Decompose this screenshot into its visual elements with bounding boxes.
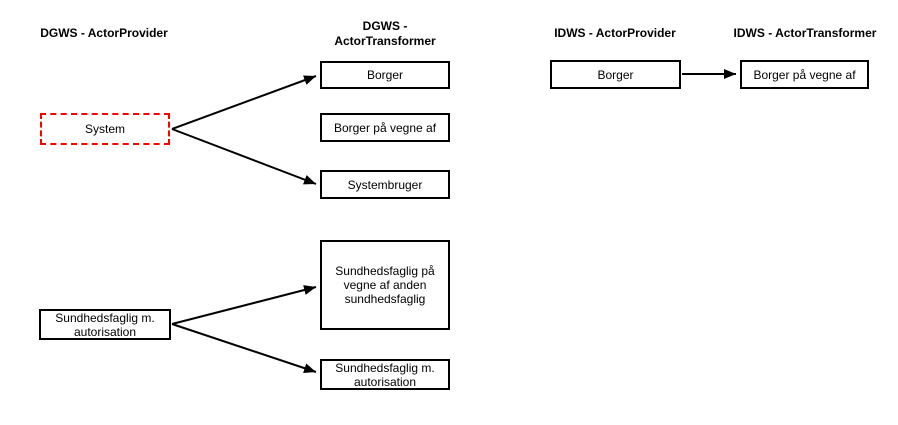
header-idws-actorprovider: IDWS - ActorProvider [554, 26, 676, 40]
node-dgws-borger-pva: Borger på vegne af [320, 113, 450, 142]
node-dgws-borger: Borger [320, 61, 450, 89]
node-sundhedsfaglig-autorisation-label: Sundhedsfaglig m. autorisation [335, 360, 435, 389]
node-dgws-systembruger: Systembruger [320, 170, 450, 199]
node-idws-borger-pva: Borger på vegne af [740, 60, 869, 89]
arrow-sundhed-to-pva-anden [171, 285, 317, 325]
node-sundhedsfaglig-autorisation: Sundhedsfaglig m. autorisation [320, 359, 450, 390]
node-dgws-borger-label: Borger [366, 68, 404, 82]
arrow-system-to-systembruger [171, 128, 317, 185]
node-dgws-borger-pva-label: Borger på vegne af [333, 120, 437, 135]
header-dgws-actorprovider: DGWS - ActorProvider [40, 26, 168, 40]
node-idws-borger-label: Borger [597, 67, 634, 82]
arrow-system-to-borger [171, 75, 317, 130]
node-system: System [40, 113, 170, 145]
node-sundhedsfaglig-provider: Sundhedsfaglig m. autorisation [39, 309, 171, 340]
node-sundhedsfaglig-provider-label: Sundhedsfaglig m. autorisation [55, 310, 155, 339]
node-sundhedsfaglig-pva-anden-label: Sundhedsfaglig på vegne af anden sundhed… [335, 264, 435, 306]
arrow-sundhed-to-autorisation [171, 323, 317, 373]
node-system-label: System [84, 122, 125, 136]
header-dgws-actortransformer: DGWS - ActorTransformer [334, 19, 436, 48]
node-sundhedsfaglig-pva-anden: Sundhedsfaglig på vegne af anden sundhed… [320, 240, 450, 330]
node-idws-borger: Borger [550, 60, 681, 89]
header-idws-actortransformer: IDWS - ActorTransformer [733, 26, 877, 40]
node-dgws-systembruger-label: Systembruger [347, 177, 423, 192]
node-idws-borger-pva-label: Borger på vegne af [753, 67, 856, 82]
